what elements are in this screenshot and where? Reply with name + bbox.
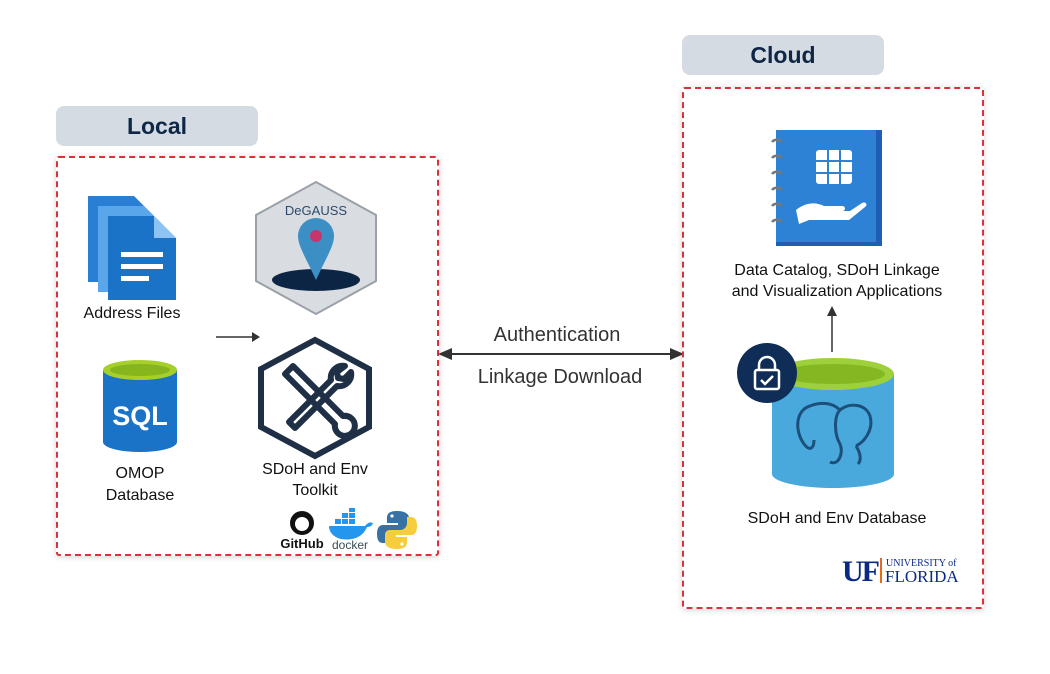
uf-university-text: UNIVERSITY of bbox=[886, 558, 957, 569]
local-arrow bbox=[216, 332, 260, 342]
toolkit-label-line1: SDoH and Env bbox=[262, 461, 368, 478]
authentication-label: Authentication bbox=[493, 324, 621, 346]
docker-text: docker bbox=[332, 538, 368, 552]
catalog-label-line1: Data Catalog, SDoH Linkage bbox=[734, 262, 940, 279]
bidirectional-arrow bbox=[438, 348, 684, 360]
degauss-text: DeGAUSS bbox=[285, 203, 347, 218]
toolkit-label-line2: Toolkit bbox=[292, 482, 338, 499]
omop-label-line2: Database bbox=[105, 487, 175, 504]
postgres-database-icon bbox=[772, 358, 894, 488]
sql-database-icon: SQL bbox=[103, 360, 177, 452]
github-icon: GitHub bbox=[280, 511, 324, 551]
linkage-download-label: Linkage Download bbox=[477, 366, 643, 388]
sdoh-database-label: SDoH and Env Database bbox=[747, 510, 927, 527]
local-title: Local bbox=[56, 106, 258, 146]
docker-icon: docker bbox=[329, 508, 373, 552]
data-catalog-icon bbox=[771, 130, 882, 246]
catalog-label-line2: and Visualization Applications bbox=[731, 283, 943, 300]
uf-florida-text: FLORIDA bbox=[885, 567, 959, 586]
uf-text: UF bbox=[842, 555, 879, 588]
uf-logo-icon: UF UNIVERSITY of FLORIDA bbox=[842, 555, 959, 588]
sql-text: SQL bbox=[112, 401, 168, 431]
address-files-label: Address Files bbox=[83, 305, 181, 322]
github-text: GitHub bbox=[280, 536, 323, 551]
cloud-title: Cloud bbox=[682, 35, 884, 75]
python-icon bbox=[377, 511, 417, 549]
degauss-logo-icon: DeGAUSS bbox=[255, 180, 377, 316]
toolkit-icon bbox=[258, 336, 372, 460]
lock-icon bbox=[737, 343, 797, 403]
address-files-icon bbox=[88, 196, 176, 300]
omop-label-line1: OMOP bbox=[115, 465, 165, 482]
up-arrow bbox=[827, 306, 837, 352]
